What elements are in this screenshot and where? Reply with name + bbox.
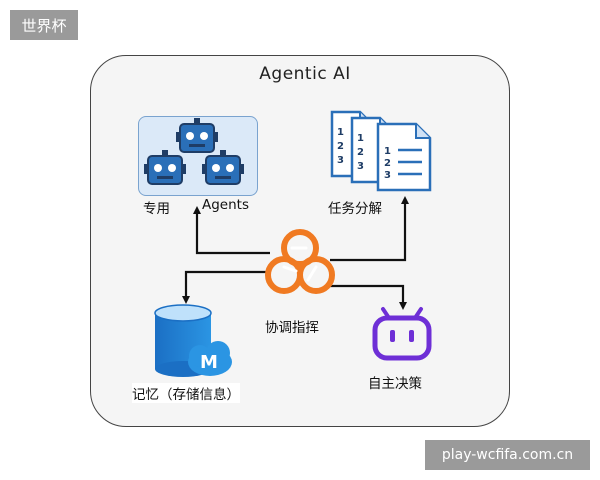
connector-to-tasks — [330, 196, 409, 262]
cloud-badge-icon: M — [188, 341, 232, 376]
connector-to-memory — [182, 270, 268, 304]
memory-label: 记忆（存储信息） — [132, 383, 240, 403]
connector-to-decision — [326, 284, 407, 310]
list-number-3: 3 — [384, 170, 391, 181]
database-icon: M — [154, 304, 232, 377]
diagram-title: Agentic AI — [259, 64, 351, 84]
coordination-icon — [265, 229, 335, 294]
list-number-2: 2 — [384, 158, 391, 169]
list-number-3: 3 — [337, 155, 344, 166]
connector-to-agents — [193, 206, 270, 255]
list-number-1: 1 — [384, 146, 391, 157]
numbered-documents-icon: 1 2 3 1 2 3 1 2 3 — [330, 110, 432, 192]
robot-top-icon — [176, 118, 218, 153]
list-number-1: 1 — [357, 133, 364, 144]
document-front-icon — [376, 122, 432, 192]
agents-label-prefix: 专用 — [143, 201, 170, 217]
tasks-label: 任务分解 — [328, 201, 382, 217]
badge-letter: M — [200, 352, 218, 373]
robot-group-icon — [144, 118, 244, 185]
decision-label: 自主决策 — [368, 376, 422, 392]
list-number-2: 2 — [357, 147, 364, 158]
list-number-1: 1 — [337, 127, 344, 138]
list-number-3: 3 — [357, 161, 364, 172]
list-number-2: 2 — [337, 141, 344, 152]
robot-right-icon — [202, 150, 244, 185]
agents-label: Agents — [202, 197, 249, 213]
bot-face-icon — [372, 307, 432, 361]
robot-left-icon — [144, 150, 186, 185]
coordination-label: 协调指挥 — [265, 320, 319, 336]
watermark-top-left: 世界杯 — [10, 10, 78, 40]
watermark-bottom-right: play-wcfifa.com.cn — [425, 440, 590, 470]
